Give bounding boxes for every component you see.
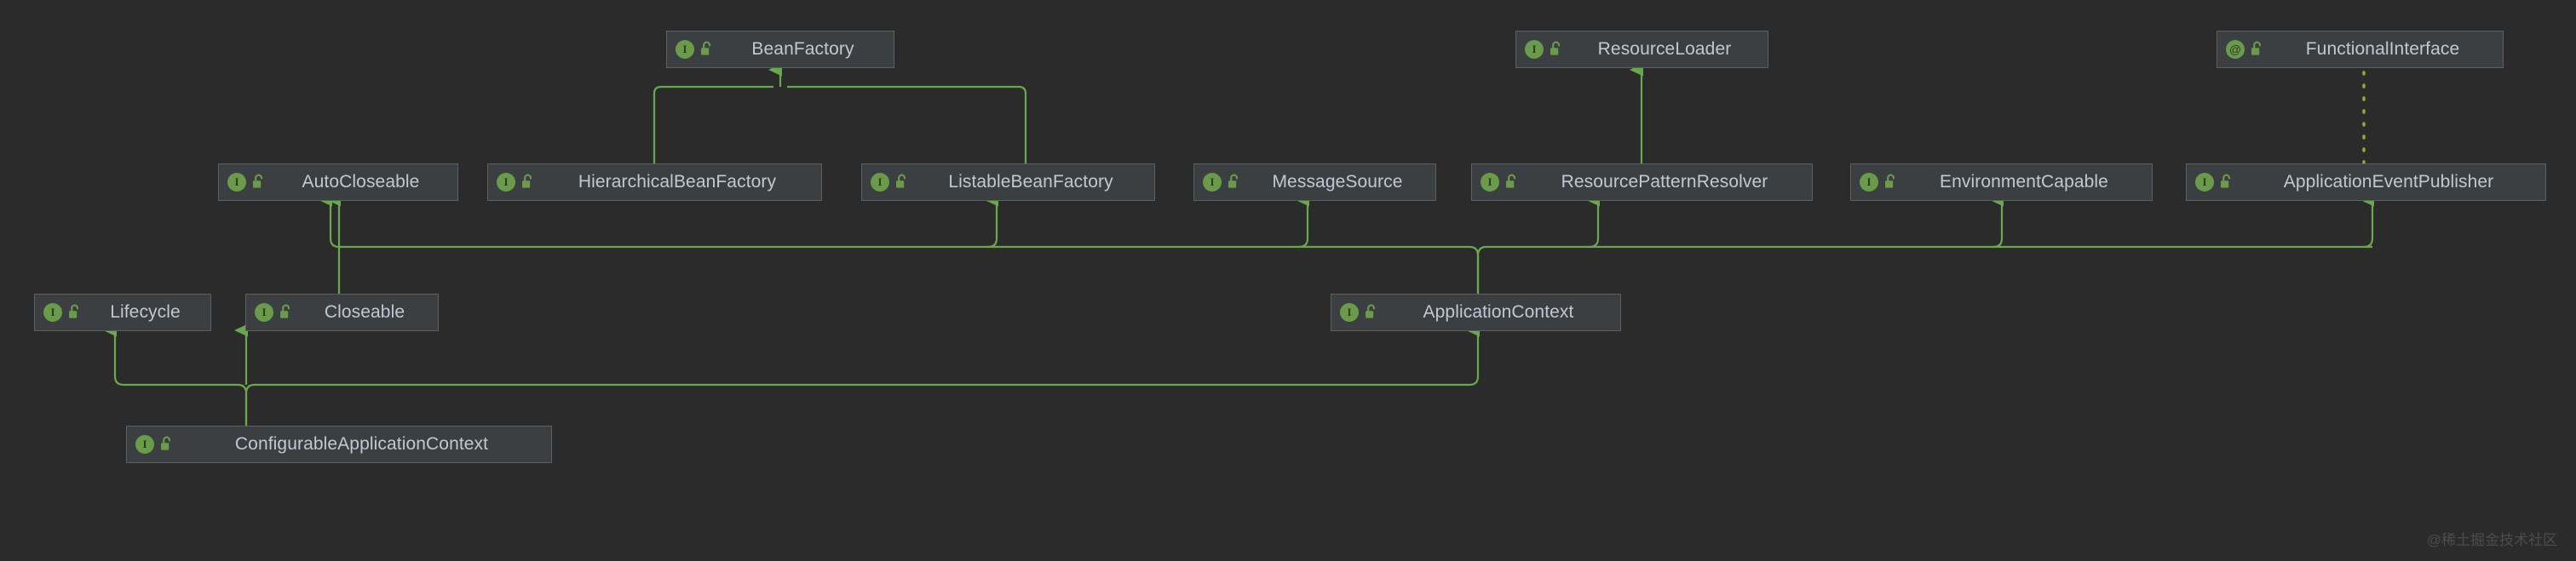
- uml-node-label-autoCloseable: AutoCloseable: [302, 172, 420, 192]
- node-icon-group: I: [497, 173, 535, 192]
- interface-type-icon: I: [2195, 173, 2214, 192]
- interface-type-icon: I: [1481, 173, 1499, 192]
- edge-applicationcontext-to-applicationeventpublisher: [2360, 193, 2374, 249]
- unlocked-lock-icon: [161, 436, 171, 450]
- uml-node-label-resourcePatternResolver: ResourcePatternResolver: [1561, 172, 1768, 192]
- node-icon-group: I: [255, 303, 293, 322]
- node-icon-group: I: [1481, 173, 1519, 192]
- uml-node-functionalInterface[interactable]: @ FunctionalInterface: [2217, 31, 2504, 68]
- uml-node-label-messageSource: MessageSource: [1272, 172, 1403, 192]
- edge-applicationcontext-to-resourcepatternresolver: [1586, 193, 1600, 249]
- uml-node-beanFactory[interactable]: I BeanFactory: [666, 31, 894, 68]
- uml-node-label-hierarchicalBeanFactory: HierarchicalBeanFactory: [578, 172, 777, 192]
- edge-listablebeanfactory-to-beanfactory: [787, 85, 1027, 163]
- node-icon-group: @: [2226, 40, 2264, 59]
- uml-node-listableBeanFactory[interactable]: I ListableBeanFactory: [861, 163, 1155, 201]
- unlocked-lock-icon: [1506, 174, 1516, 188]
- interface-type-icon: I: [227, 173, 246, 192]
- node-icon-group: I: [227, 173, 266, 192]
- node-icon-group: I: [43, 303, 82, 322]
- interface-type-icon: I: [1525, 40, 1544, 59]
- unlocked-lock-icon: [2251, 41, 2262, 55]
- unlocked-lock-icon: [1550, 41, 1561, 55]
- uml-node-applicationEventPublisher[interactable]: I ApplicationEventPublisher: [2186, 163, 2546, 201]
- uml-node-resourceLoader[interactable]: I ResourceLoader: [1515, 31, 1768, 68]
- unlocked-lock-icon: [701, 41, 711, 55]
- unlocked-lock-icon: [896, 174, 906, 188]
- unlocked-lock-icon: [522, 174, 532, 188]
- uml-node-lifecycle[interactable]: I Lifecycle: [34, 294, 211, 331]
- node-icon-group: I: [1860, 173, 1898, 192]
- edge-applicationcontext-to-messagesource: [1296, 193, 1309, 249]
- interface-type-icon: I: [1860, 173, 1878, 192]
- edge-configurableapplicationcontext-to-lifecycle: [103, 323, 124, 386]
- unlocked-lock-icon: [69, 304, 79, 318]
- uml-node-environmentCapable[interactable]: I EnvironmentCapable: [1850, 163, 2153, 201]
- interface-type-icon: I: [676, 40, 694, 59]
- unlocked-lock-icon: [1366, 304, 1376, 318]
- interface-type-icon: I: [43, 303, 62, 322]
- node-icon-group: I: [2195, 173, 2234, 192]
- uml-node-autoCloseable[interactable]: I AutoCloseable: [218, 163, 458, 201]
- node-icon-group: I: [1203, 173, 1241, 192]
- edge-configurableapplicationcontext-stem-right: [244, 383, 1469, 426]
- unlocked-lock-icon: [280, 304, 290, 318]
- edge-applicationcontext-stem-right: [1476, 245, 2372, 294]
- node-icon-group: I: [1340, 303, 1378, 322]
- uml-node-label-beanFactory: BeanFactory: [751, 39, 854, 59]
- edge-applicationcontext-to-listablebeanfactory: [985, 193, 998, 249]
- interface-type-icon: I: [1340, 303, 1359, 322]
- uml-node-label-environmentCapable: EnvironmentCapable: [1940, 172, 2108, 192]
- edge-hierarchicalbeanfactory-to-beanfactory: [653, 85, 773, 163]
- edge-applicationcontext-stem: [339, 245, 1480, 294]
- unlocked-lock-icon: [253, 174, 263, 188]
- node-icon-group: I: [676, 40, 714, 59]
- uml-node-closeable[interactable]: I Closeable: [245, 294, 439, 331]
- interface-type-icon: I: [1203, 173, 1222, 192]
- interface-type-icon: I: [255, 303, 273, 322]
- unlocked-lock-icon: [2221, 174, 2231, 188]
- node-icon-group: I: [871, 173, 909, 192]
- uml-node-applicationContext[interactable]: I ApplicationContext: [1331, 294, 1621, 331]
- unlocked-lock-icon: [1228, 174, 1239, 188]
- uml-node-label-applicationEventPublisher: ApplicationEventPublisher: [2283, 172, 2494, 192]
- edge-applicationcontext-to-environmentcapable: [1990, 193, 2004, 249]
- unlocked-lock-icon: [1885, 174, 1895, 188]
- uml-node-resourcePatternResolver[interactable]: I ResourcePatternResolver: [1471, 163, 1813, 201]
- uml-node-label-closeable: Closeable: [324, 302, 405, 322]
- node-icon-group: I: [1525, 40, 1563, 59]
- uml-node-label-resourceLoader: ResourceLoader: [1597, 39, 1732, 59]
- edge-configurableapplicationcontext-to-applicationcontext: [1466, 323, 1480, 386]
- edge-applicationcontext-to-autocloseable: [319, 193, 340, 249]
- uml-node-label-functionalInterface: FunctionalInterface: [2305, 39, 2460, 59]
- uml-node-messageSource[interactable]: I MessageSource: [1193, 163, 1436, 201]
- edge-configurableapplicationcontext-stem: [124, 383, 248, 426]
- uml-node-label-lifecycle: Lifecycle: [110, 302, 181, 322]
- interface-type-icon: I: [135, 435, 154, 454]
- uml-node-label-configurableApplicationContext: ConfigurableApplicationContext: [234, 434, 489, 454]
- uml-node-label-listableBeanFactory: ListableBeanFactory: [948, 172, 1113, 192]
- watermark: @稀土掘金技术社区: [2426, 532, 2557, 548]
- interface-type-icon: I: [497, 173, 515, 192]
- uml-node-configurableApplicationContext[interactable]: I ConfigurableApplicationContext: [126, 426, 552, 463]
- uml-node-hierarchicalBeanFactory[interactable]: I HierarchicalBeanFactory: [487, 163, 822, 201]
- node-icon-group: I: [135, 435, 174, 454]
- annotation-type-icon: @: [2226, 40, 2245, 59]
- uml-node-label-applicationContext: ApplicationContext: [1423, 302, 1574, 322]
- interface-type-icon: I: [871, 173, 889, 192]
